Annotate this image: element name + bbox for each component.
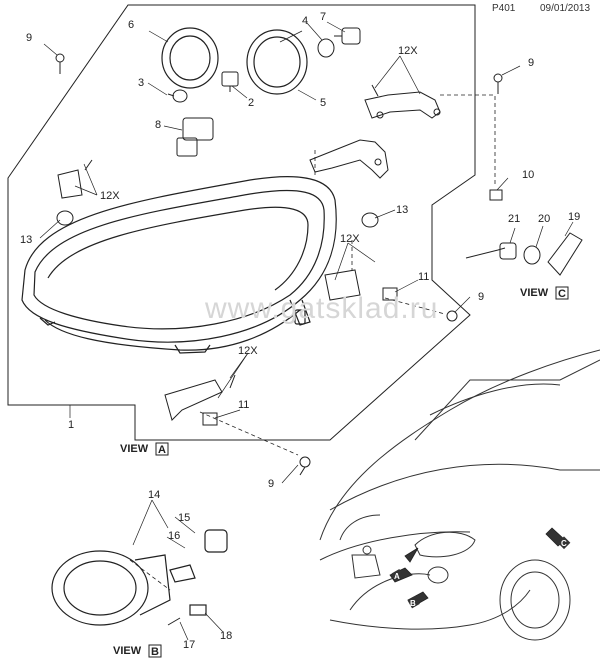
side-bracket-left <box>57 169 83 199</box>
callout-20: 20 <box>538 213 550 225</box>
callout-10: 10 <box>522 169 534 181</box>
view-c-parts <box>465 189 583 276</box>
diagram-date: 09/01/2013 <box>540 3 591 14</box>
view-c-label: VIEW C <box>520 286 569 300</box>
view-b-word: VIEW <box>113 645 142 657</box>
bulb-3 <box>167 89 188 103</box>
callout-17: 17 <box>183 639 195 651</box>
view-a-label: VIEW A <box>120 442 169 456</box>
callout-18: 18 <box>220 630 232 642</box>
callout-9-bottom: 9 <box>268 478 274 490</box>
callout-16: 16 <box>168 530 180 542</box>
callout-9-mid: 9 <box>478 291 484 303</box>
cover-cap-5 <box>246 29 308 95</box>
callout-12x-left: 12X <box>100 190 120 202</box>
callout-9-top-right: 9 <box>528 57 534 69</box>
callout-9-top-left: 9 <box>26 32 32 44</box>
callout-1: 1 <box>68 419 74 431</box>
motor-8 <box>176 117 214 157</box>
arrow-tag-a: A <box>394 572 400 581</box>
callout-14: 14 <box>148 489 160 501</box>
callout-13-left: 13 <box>20 234 32 246</box>
callout-4: 4 <box>302 15 308 27</box>
arrow-tag-c: C <box>561 539 567 548</box>
view-pointer-arrows <box>389 527 566 607</box>
callout-15: 15 <box>178 512 190 524</box>
callout-8: 8 <box>155 119 161 131</box>
view-c-letter: C <box>558 288 566 300</box>
callout-3: 3 <box>138 77 144 89</box>
lower-bracket <box>164 379 223 426</box>
callout-5: 5 <box>320 97 326 109</box>
screws <box>55 53 503 626</box>
callout-12x-right: 12X <box>340 233 360 245</box>
callout-6: 6 <box>128 19 134 31</box>
bulb-2 <box>221 71 239 92</box>
fog-lamp-assembly <box>51 529 228 626</box>
callout-19: 19 <box>568 211 580 223</box>
view-b-label: VIEW B <box>113 644 162 658</box>
headlamp-assembly <box>21 176 337 354</box>
callout-labels: 1 2 3 4 5 6 7 8 9 9 9 9 10 11 11 12X 12X… <box>20 11 580 651</box>
callout-11-bottom: 11 <box>238 399 249 411</box>
bulb-7 <box>334 27 361 45</box>
watermark: www.gatsklad.ru <box>205 292 439 325</box>
clip-13-right <box>361 212 379 228</box>
bulb-4 <box>317 38 335 58</box>
arrow-tag-b: B <box>410 599 416 608</box>
side-bracket-right <box>324 269 398 301</box>
callout-21: 21 <box>508 213 520 225</box>
assembly-boundary <box>7 4 476 441</box>
view-b-letter: B <box>151 646 159 658</box>
callout-11-right: 11 <box>418 271 429 283</box>
vehicle-front <box>319 349 600 641</box>
clip-13-left <box>56 210 74 226</box>
upper-bracket <box>309 91 441 179</box>
callout-13-right: 13 <box>396 204 408 216</box>
view-a-letter: A <box>158 444 166 456</box>
page-code: P401 <box>492 3 516 14</box>
callout-12x-bottom: 12X <box>238 345 258 357</box>
arrow-tag-labels: A B C <box>391 536 571 609</box>
view-a-word: VIEW <box>120 443 149 455</box>
leader-lines <box>39 21 574 641</box>
callout-7: 7 <box>320 11 326 23</box>
retaining-ring-6 <box>161 27 219 89</box>
callout-12x-top: 12X <box>398 45 418 57</box>
callout-2: 2 <box>248 97 254 109</box>
leader-lines-dashed <box>129 94 496 591</box>
view-c-word: VIEW <box>520 287 549 299</box>
